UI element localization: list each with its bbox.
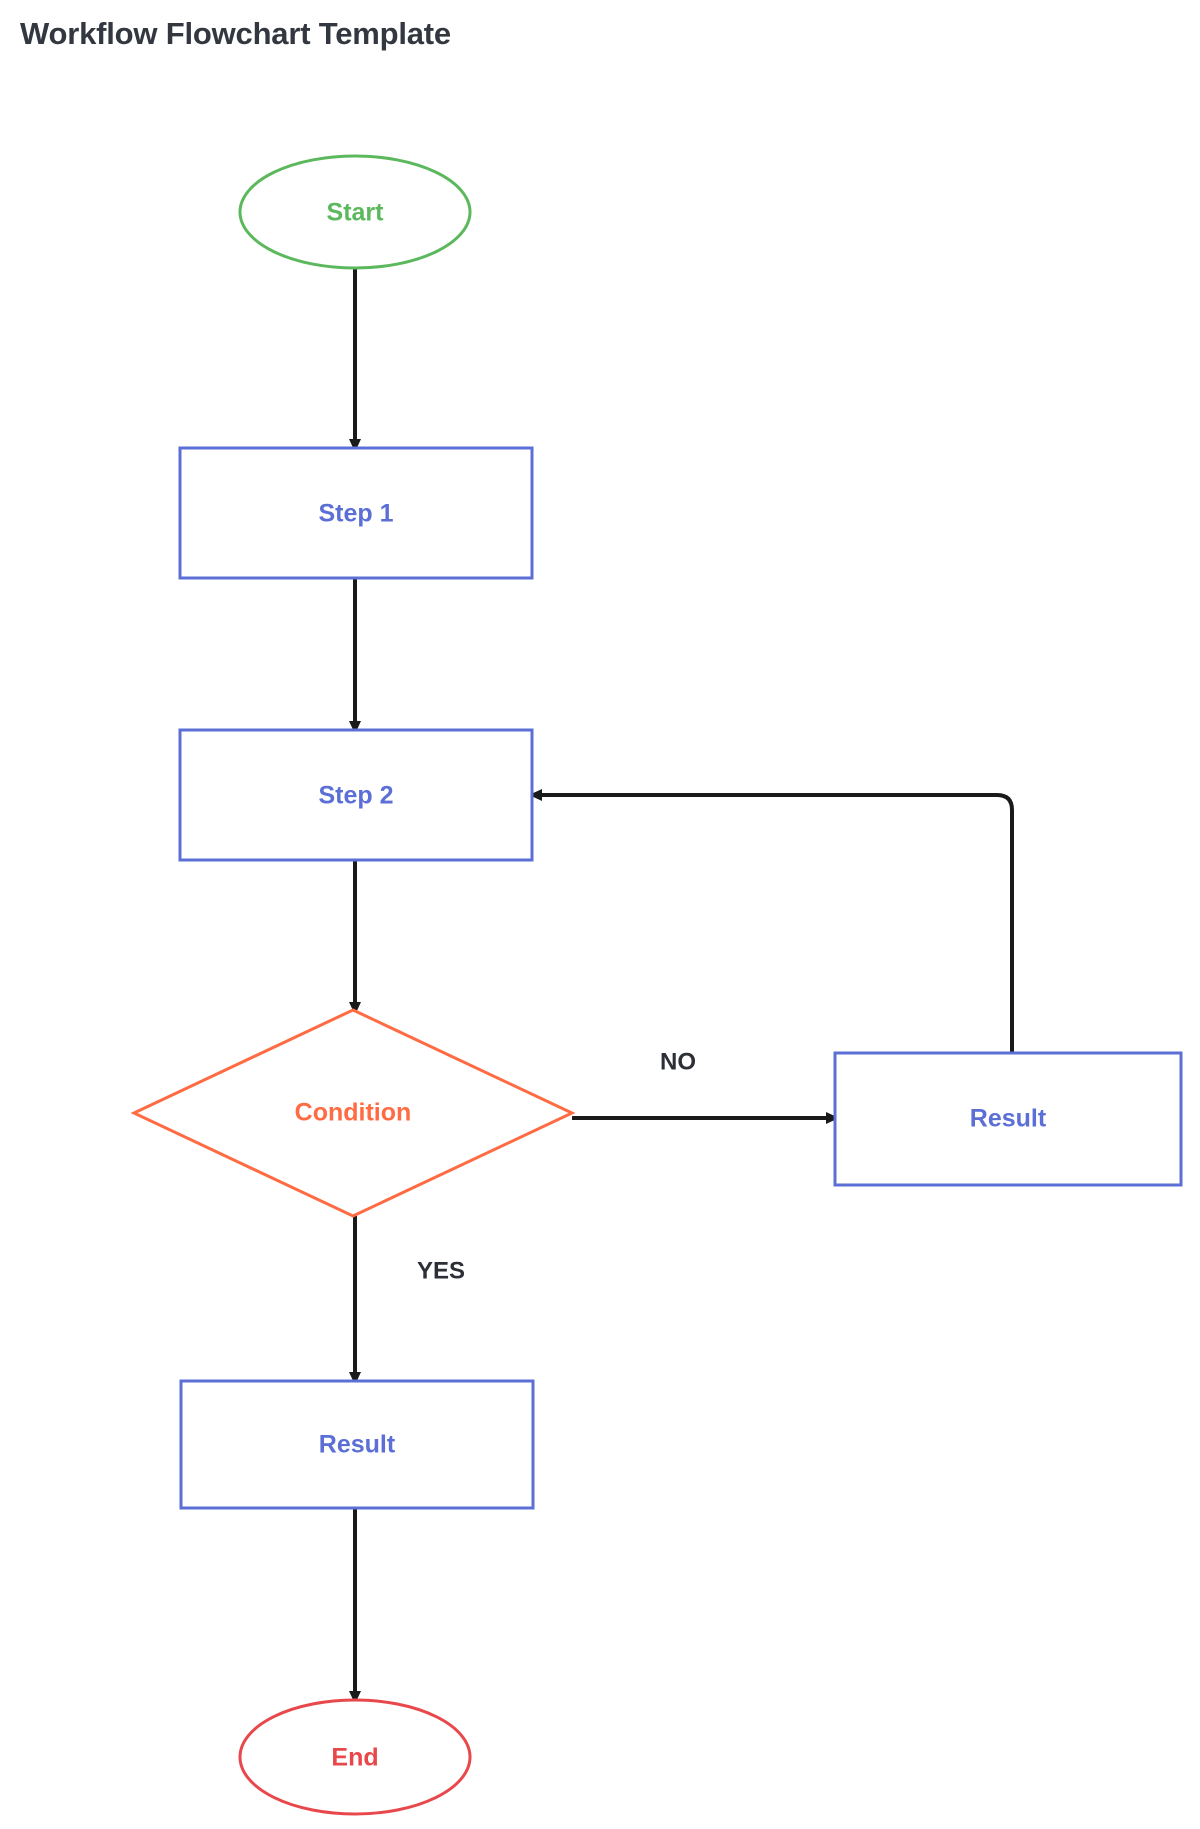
step1-label: Step 1 [318, 500, 393, 528]
step2-label: Step 2 [318, 782, 393, 810]
step1-rect-shape [178, 446, 534, 580]
edge-label-no: NO [660, 1048, 696, 1075]
node-step2[interactable]: Step 2 [178, 728, 534, 862]
edge-label-yes: YES [417, 1257, 465, 1284]
condition-label: Condition [295, 1099, 412, 1127]
start-label: Start [327, 199, 385, 227]
node-step1[interactable]: Step 1 [178, 446, 534, 580]
result-bottom-rect-shape [179, 1379, 535, 1510]
condition-diamond-shape [130, 1008, 576, 1218]
step2-rect-shape [178, 728, 534, 862]
page-title: Workflow Flowchart Template [20, 16, 451, 51]
start-ellipse-shape [238, 154, 472, 270]
end-ellipse-shape [238, 1698, 472, 1816]
node-end[interactable]: End [238, 1698, 472, 1816]
end-label: End [331, 1744, 378, 1772]
result-right-label: Result [970, 1105, 1047, 1133]
node-result-right[interactable]: Result [833, 1051, 1183, 1187]
result-right-rect-shape [833, 1051, 1183, 1187]
result-bottom-label: Result [319, 1431, 396, 1459]
connector-result-feedback-to-step2 [529, 789, 1014, 1053]
node-start[interactable]: Start [238, 154, 472, 270]
node-condition[interactable]: Condition [130, 1008, 576, 1218]
node-result-bottom[interactable]: Result [179, 1379, 535, 1510]
